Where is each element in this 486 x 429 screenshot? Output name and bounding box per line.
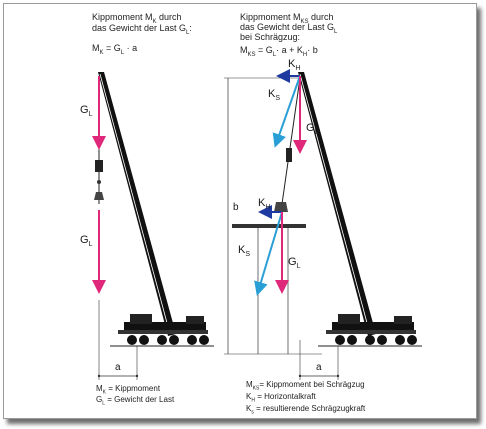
left-legend-item: GL = Gewicht der Last (96, 395, 175, 407)
right-dimension-b (224, 77, 322, 355)
right-title-line3: bei Schrägzug: (240, 32, 301, 42)
right-title-line1: Kippmoment MKS durch (240, 12, 334, 25)
left-label-a: a (115, 362, 121, 373)
left-crane (94, 72, 214, 347)
left-label-gl-top: GL (80, 104, 93, 119)
right-legend-item: MKS= Kippmoment bei Schrägzug (246, 380, 365, 392)
left-formula: MK = GL · a (92, 43, 138, 56)
right-label-kh-top: KH (288, 58, 301, 73)
right-ks-arrow-top (272, 75, 301, 148)
right-legend-item: KH = Horizontalkraft (246, 392, 316, 404)
left-legend-item: MK = Kippmoment (96, 384, 161, 396)
right-label-gl-top: GL (306, 122, 319, 137)
right-label-ks-top: KS (268, 88, 281, 103)
left-title-line1: Kippmoment MK durch (92, 12, 182, 25)
right-legend-item: Ks = resultierende Schrägzugkraft (246, 404, 366, 416)
right-label-ks-bottom: KS (238, 244, 251, 259)
right-label-b: b (233, 202, 239, 213)
left-label-gl-bottom: GL (80, 234, 93, 249)
right-ks-arrow-bottom (254, 211, 283, 296)
right-crane (274, 72, 422, 347)
right-dimension-a (298, 340, 340, 380)
right-label-kh-mid: KH (258, 197, 271, 212)
right-label-gl-bottom: GL (288, 256, 301, 271)
left-dimension-a (97, 300, 139, 380)
right-formula: MKS = GL· a + KH· b (240, 45, 318, 58)
right-title-line2: das Gewicht der Last GL (240, 22, 338, 35)
right-label-a: a (316, 362, 322, 373)
left-title-line2: das Gewicht der Last GL: (92, 23, 192, 36)
diagram-frame (3, 3, 477, 419)
